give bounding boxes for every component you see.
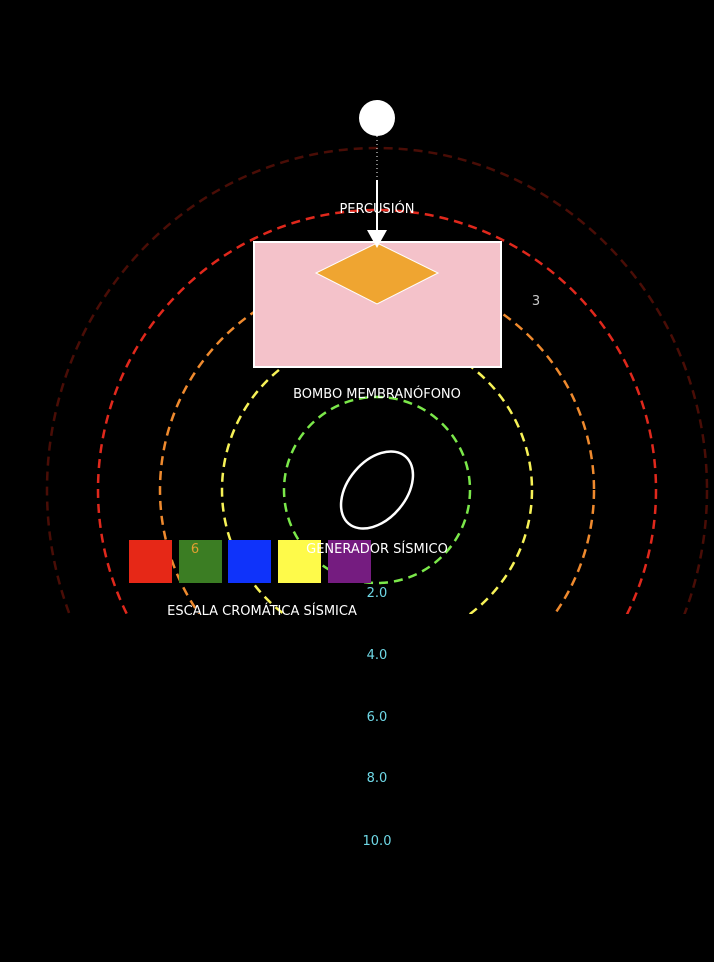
scale-label: ESCALA CROMÁTICA SÍSMICA <box>167 603 357 619</box>
arrow-down-icon <box>367 230 387 248</box>
depth-tick-label: 10.0 <box>363 834 392 849</box>
swatch <box>328 540 371 583</box>
ring-orange <box>158 272 596 614</box>
generator-ellipse <box>339 450 415 530</box>
swatch <box>278 540 321 583</box>
depth-tick-label: 6.0 <box>367 710 388 725</box>
ring-yellow <box>220 333 534 614</box>
depth-tick-label: 4.0 <box>367 648 388 663</box>
depth-scale: 2.0 4.0 6.0 8.0 10.0 <box>363 586 392 849</box>
depth-tick-label: 8.0 <box>367 771 388 786</box>
swatch <box>129 540 172 583</box>
drum-diamond <box>314 242 440 305</box>
percussion-label: PERCUSIÓN <box>339 201 414 217</box>
swatch <box>179 540 222 583</box>
ring-red <box>96 208 658 614</box>
depth-tick-label: 2.0 <box>367 586 388 601</box>
ring-green <box>282 395 472 585</box>
swatch <box>228 540 271 583</box>
ring-number-left: 6 <box>191 542 199 557</box>
generator-label: GENERADOR SÍSMICO <box>306 541 448 557</box>
drum-label: BOMBO MEMBRANÓFONO <box>293 386 461 402</box>
striker-circle <box>359 100 395 136</box>
ring-number-right: 3 <box>532 294 540 309</box>
color-scale <box>129 540 371 583</box>
